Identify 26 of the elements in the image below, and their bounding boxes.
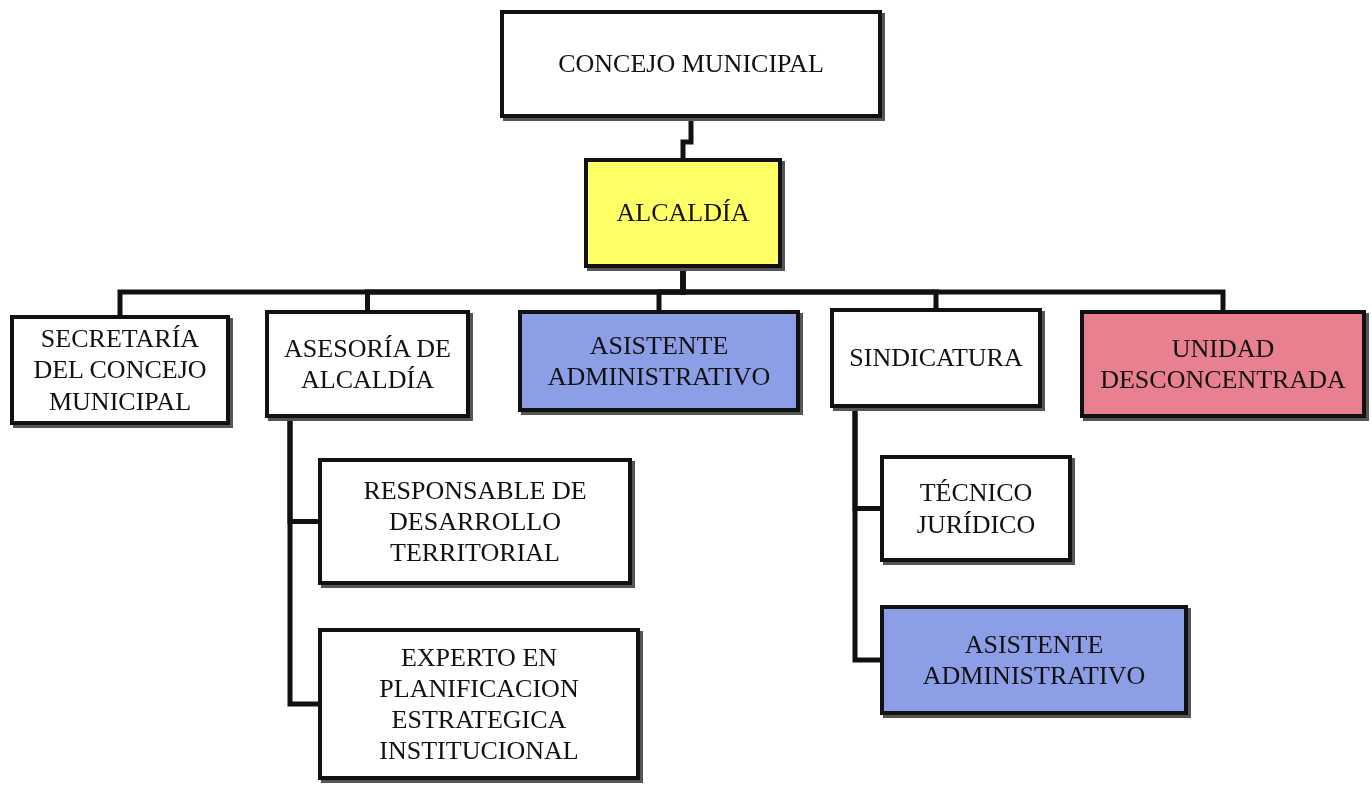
org-box <box>318 458 632 585</box>
connector-line <box>680 268 1226 310</box>
org-box <box>1080 310 1366 418</box>
org-box <box>880 455 1072 562</box>
org-box <box>318 628 640 780</box>
org-box <box>10 315 230 425</box>
connector-line <box>287 418 318 707</box>
org-box <box>880 605 1188 715</box>
box-label: CONCEJO MUNICIPAL <box>558 48 824 80</box>
box-label: TÉCNICO JURÍDICO <box>915 477 1037 540</box>
box-label: ASISTENTE ADMINISTRATIVO <box>546 329 772 393</box>
connector-line <box>680 118 694 158</box>
org-box <box>830 308 1042 408</box>
box-label: ALCALDÍA <box>616 197 750 229</box>
org-box <box>584 158 782 268</box>
org-box <box>500 10 882 118</box>
org-box <box>265 310 470 418</box>
box-label: ASESORÍA DE ALCALDÍA <box>283 332 452 396</box>
box-label: SINDICATURA <box>849 342 1023 374</box>
box-label: ASISTENTE ADMINISTRATIVO <box>921 628 1147 692</box>
connector-line <box>852 408 880 663</box>
org-box <box>518 310 800 412</box>
box-label: EXPERTO EN PLANIFICACION ESTRATEGICA INSTITUCIONAL <box>378 641 580 767</box>
box-label: UNIDAD DESCONCENTRADA <box>1099 332 1347 396</box>
box-label: RESPONSABLE DE DESARROLLO TERRITORIAL <box>362 474 588 569</box>
box-label: SECRETARÍA DEL CONCEJO MUNICIPAL <box>32 323 208 417</box>
